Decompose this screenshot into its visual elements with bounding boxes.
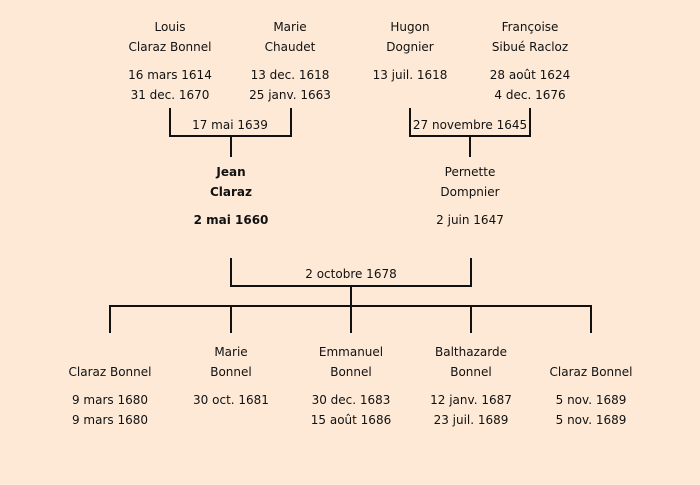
child-last-name: Bonnel — [450, 365, 492, 379]
connector-line — [230, 135, 232, 157]
grandparent-last-name: Dognier — [386, 40, 434, 54]
child-first-name: Balthazarde — [435, 345, 507, 359]
connector-line — [470, 258, 472, 287]
child-death-date: 15 août 1686 — [310, 413, 392, 427]
connector-line — [469, 135, 471, 157]
child-birth-date: 9 mars 1680 — [71, 393, 149, 407]
child-last-name: Bonnel — [330, 365, 372, 379]
child-birth-date: 30 dec. 1683 — [311, 393, 391, 407]
marriage-date-right: 27 novembre 1645 — [412, 118, 528, 132]
parent-birth-date: 2 mai 1660 — [193, 213, 269, 227]
parent-last-name: Dompnier — [440, 185, 500, 199]
grandparent-death-date: 31 dec. 1670 — [130, 88, 210, 102]
grandparent-birth-date: 16 mars 1614 — [128, 68, 212, 82]
child-birth-date: 30 oct. 1681 — [193, 393, 269, 407]
child-first-name: Emmanuel — [318, 345, 384, 359]
grandparent-last-name: Claraz Bonnel — [128, 40, 212, 54]
marriage-date-left: 17 mai 1639 — [192, 118, 268, 132]
child-last-name: Claraz Bonnel — [549, 365, 633, 379]
grandparent-death-date: 25 janv. 1663 — [249, 88, 331, 102]
parent-first-name: Pernette — [444, 165, 496, 179]
child-connector-line — [590, 305, 592, 333]
child-last-name: Bonnel — [210, 365, 252, 379]
grandparent-last-name: Sibué Racloz — [491, 40, 569, 54]
child-connector-line — [230, 305, 232, 333]
child-last-name: Claraz Bonnel — [68, 365, 152, 379]
marriage-date-couple: 2 octobre 1678 — [305, 267, 397, 281]
grandparent-first-name: Françoise — [501, 20, 559, 34]
connector-line — [529, 108, 531, 137]
connector-line — [350, 285, 352, 307]
child-death-date: 9 mars 1680 — [71, 413, 149, 427]
grandparent-last-name: Chaudet — [264, 40, 316, 54]
parent-birth-date: 2 juin 1647 — [436, 213, 504, 227]
child-connector-line — [470, 305, 472, 333]
grandparent-birth-date: 13 dec. 1618 — [250, 68, 330, 82]
parent-first-name: Jean — [216, 165, 246, 179]
child-death-date: 23 juil. 1689 — [433, 413, 509, 427]
child-birth-date: 12 janv. 1687 — [430, 393, 512, 407]
child-connector-line — [350, 305, 352, 333]
connector-line — [290, 108, 292, 137]
parent-last-name: Claraz — [209, 185, 253, 199]
grandparent-first-name: Louis — [154, 20, 186, 34]
grandparent-first-name: Hugon — [390, 20, 430, 34]
child-death-date: 5 nov. 1689 — [555, 413, 627, 427]
grandparent-first-name: Marie — [273, 20, 307, 34]
connector-line — [409, 108, 411, 137]
connector-line — [230, 258, 232, 287]
grandparent-birth-date: 28 août 1624 — [489, 68, 571, 82]
child-birth-date: 5 nov. 1689 — [555, 393, 627, 407]
child-connector-line — [109, 305, 111, 333]
connector-line — [169, 108, 171, 137]
grandparent-birth-date: 13 juil. 1618 — [372, 68, 448, 82]
child-first-name: Marie — [214, 345, 248, 359]
grandparent-death-date: 4 dec. 1676 — [494, 88, 566, 102]
